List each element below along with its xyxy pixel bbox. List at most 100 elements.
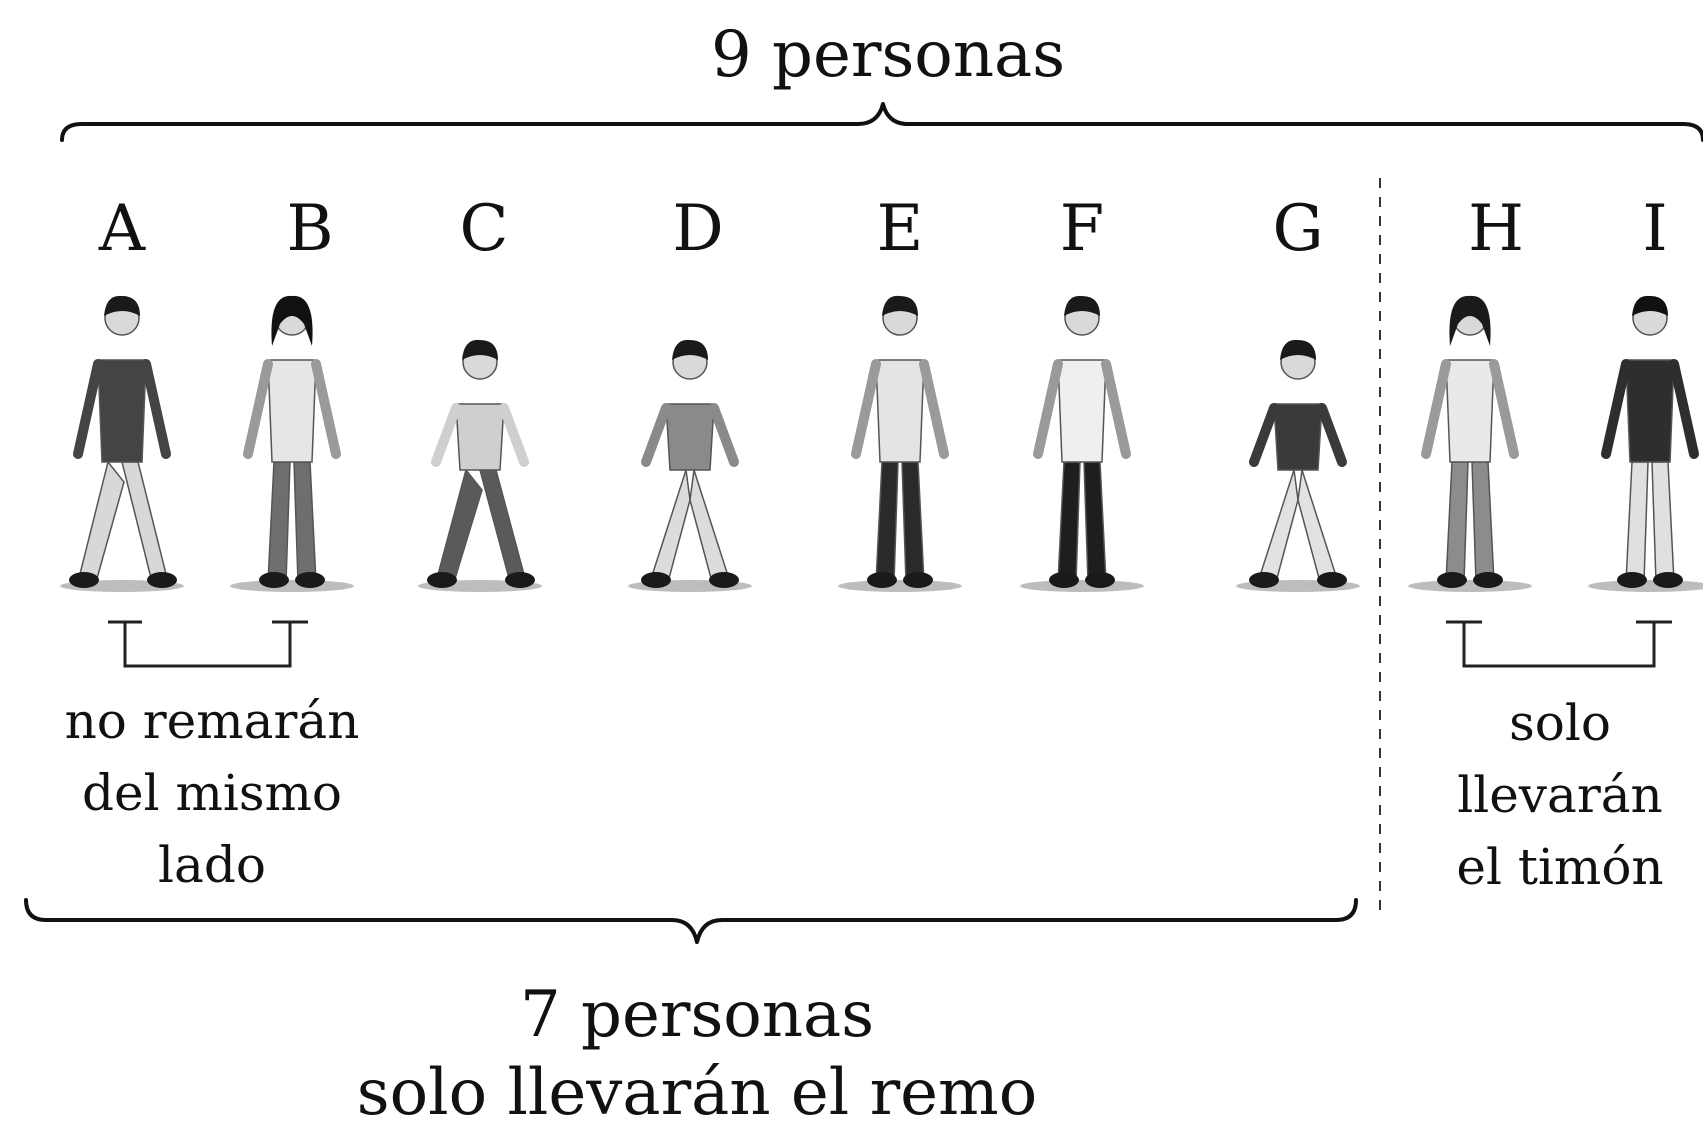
arm-right xyxy=(499,403,529,467)
shoe-left xyxy=(641,572,671,588)
shoe-right xyxy=(295,572,325,588)
torso xyxy=(1273,403,1323,471)
arm-right xyxy=(709,403,739,467)
leg-right xyxy=(901,461,925,583)
shoe-right xyxy=(1473,572,1503,588)
person-letter-b: B xyxy=(286,192,333,266)
shoe-right xyxy=(1317,572,1347,588)
leg-right xyxy=(1083,461,1107,583)
leg-left xyxy=(1625,461,1649,583)
arm-left xyxy=(431,403,461,467)
person-figure-b xyxy=(230,295,354,592)
arm-right xyxy=(1317,403,1347,467)
person-figure-f xyxy=(1020,295,1144,592)
ground-shadow xyxy=(838,580,962,592)
person-letter-c: C xyxy=(460,192,509,266)
torso xyxy=(1057,359,1107,463)
torso xyxy=(875,359,925,463)
pair-ab-note-line-2: del mismo xyxy=(82,764,342,822)
ground-shadow xyxy=(1408,580,1532,592)
torso xyxy=(97,359,147,463)
person-letter-i: I xyxy=(1642,192,1667,266)
pair-ab-bracket xyxy=(108,620,308,668)
ground-shadow xyxy=(1020,580,1144,592)
person-letter-d: D xyxy=(672,192,723,266)
leg-left xyxy=(875,461,899,583)
person-letter-f: F xyxy=(1060,192,1104,266)
ground-shadow xyxy=(230,580,354,592)
hair xyxy=(882,295,918,316)
person-figures xyxy=(60,295,1703,592)
torso xyxy=(1625,359,1675,463)
arm-right xyxy=(311,359,341,459)
arm-right xyxy=(1489,359,1519,459)
shoe-right xyxy=(903,572,933,588)
pair-hi-note-line-2: llevarán xyxy=(1457,766,1663,824)
pair-hi-note: solo llevarán el timón xyxy=(1456,694,1663,896)
person-letter-a: A xyxy=(98,192,146,266)
pair-ab-note-line-3: lado xyxy=(158,836,266,894)
person-figure-d xyxy=(628,339,752,592)
leg-right xyxy=(121,461,169,583)
shoe-left xyxy=(1249,572,1279,588)
leg-right xyxy=(293,461,317,583)
hair xyxy=(672,339,708,360)
shoe-right xyxy=(1653,572,1683,588)
hair xyxy=(1280,339,1316,360)
bottom-brace xyxy=(24,898,1358,944)
arm-right xyxy=(1669,359,1699,459)
torso xyxy=(455,403,505,471)
leg-left xyxy=(435,468,483,583)
hair xyxy=(1064,295,1100,316)
arm-left xyxy=(243,359,273,459)
shoe-left xyxy=(427,572,457,588)
torso xyxy=(267,359,317,463)
leg-right xyxy=(1297,469,1340,583)
person-figure-a xyxy=(60,295,184,592)
shoe-right xyxy=(147,572,177,588)
person-figure-i xyxy=(1588,295,1703,592)
arm-right xyxy=(141,359,171,459)
hair xyxy=(1449,295,1491,346)
arm-left xyxy=(1601,359,1631,459)
shoe-left xyxy=(69,572,99,588)
person-figure-e xyxy=(838,295,962,592)
person-figure-g xyxy=(1236,339,1360,592)
top-label: 9 personas xyxy=(711,18,1065,92)
leg-right xyxy=(1471,461,1495,583)
shoe-left xyxy=(1617,572,1647,588)
leg-left xyxy=(77,460,125,583)
hair xyxy=(104,295,140,316)
hair xyxy=(271,295,313,346)
person-letter-h: H xyxy=(1468,192,1524,266)
bottom-label-line-2: solo llevarán el remo xyxy=(357,1056,1038,1130)
leg-left xyxy=(1057,461,1081,583)
person-figure-h xyxy=(1408,295,1532,592)
shoe-left xyxy=(1049,572,1079,588)
leg-left xyxy=(1256,469,1299,583)
leg-left xyxy=(1445,461,1469,583)
shoe-left xyxy=(1437,572,1467,588)
leg-right xyxy=(479,469,527,583)
arm-right xyxy=(1101,359,1131,459)
leg-right xyxy=(1651,461,1675,583)
shoe-right xyxy=(1085,572,1115,588)
arm-left xyxy=(1249,403,1279,467)
arm-left xyxy=(1033,359,1063,459)
person-figure-c xyxy=(418,339,542,592)
leg-left xyxy=(648,469,691,583)
shoe-left xyxy=(867,572,897,588)
hair xyxy=(462,339,498,360)
shoe-right xyxy=(709,572,739,588)
arm-right xyxy=(919,359,949,459)
pair-hi-bracket xyxy=(1446,620,1672,668)
pair-ab-note: no remarán del mismo lado xyxy=(65,692,360,894)
arm-left xyxy=(73,359,103,459)
torso xyxy=(665,403,715,471)
arm-left xyxy=(851,359,881,459)
person-letter-g: G xyxy=(1272,192,1323,266)
arm-left xyxy=(1421,359,1451,459)
shoe-right xyxy=(505,572,535,588)
